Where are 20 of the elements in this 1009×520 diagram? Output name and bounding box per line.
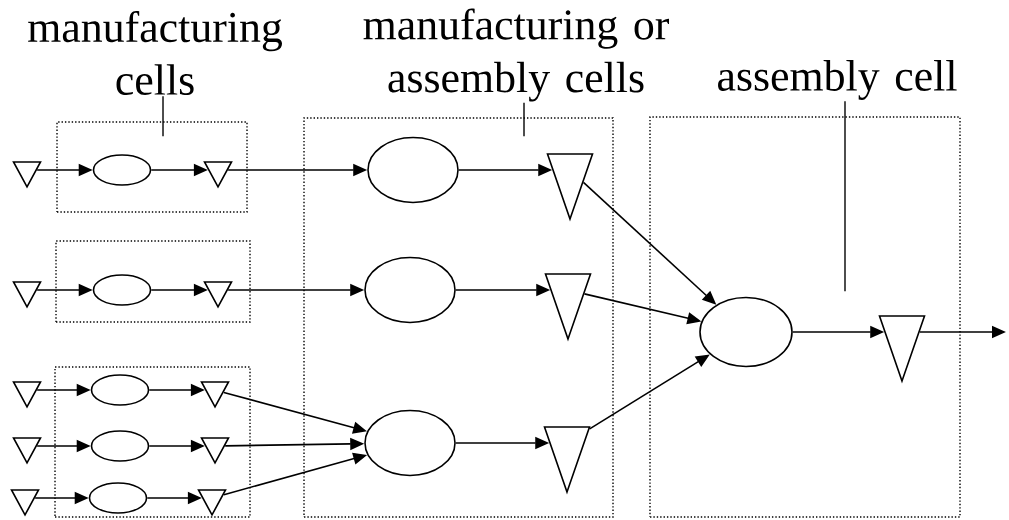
ellipse-symbol xyxy=(364,409,456,477)
ellipse-symbol xyxy=(699,296,793,368)
ellipse-symbol xyxy=(92,154,152,186)
dotted-frame xyxy=(303,117,614,518)
dotted-frame xyxy=(54,366,251,518)
ellipse-symbol xyxy=(90,374,150,406)
leader-line xyxy=(162,95,164,137)
ellipse-symbol xyxy=(92,274,152,306)
ellipse-symbol xyxy=(90,430,150,462)
ellipse-symbol xyxy=(367,136,459,204)
dotted-frame xyxy=(55,240,251,323)
leader-line xyxy=(844,100,846,292)
cell-label: assembly cell xyxy=(718,60,957,100)
ellipse-symbol xyxy=(88,482,148,514)
cell-label: manufacturing cells xyxy=(28,10,282,96)
ellipse-symbol xyxy=(364,256,456,324)
leader-line xyxy=(523,102,525,137)
dotted-frame xyxy=(649,116,961,518)
dotted-frame xyxy=(56,121,248,213)
cell-label: manufacturing or assembly cells xyxy=(363,8,669,102)
